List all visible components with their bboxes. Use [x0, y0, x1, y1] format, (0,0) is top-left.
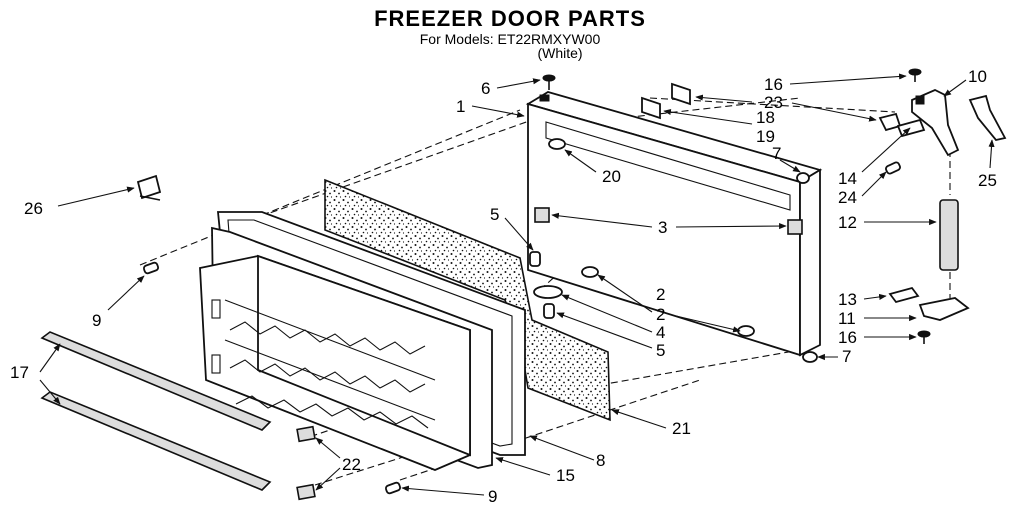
callout-6: 6	[481, 79, 490, 98]
callout-3: 3	[658, 218, 667, 237]
door-bars	[40, 331, 272, 491]
model-subtitle: For Models: ET22RMXYW00	[420, 31, 601, 47]
callout-4: 4	[656, 323, 665, 342]
inner-door-liner	[199, 254, 471, 471]
callout-9b: 9	[488, 487, 497, 506]
callout-8: 8	[596, 451, 605, 470]
color-variant: (White)	[537, 45, 582, 61]
foam-insulation	[324, 178, 611, 422]
callout-21: 21	[672, 419, 691, 438]
callout-2a: 2	[656, 305, 665, 324]
diagram-title: FREEZER DOOR PARTS	[374, 6, 646, 31]
callout-labels: 1 2 2 3 4 5 5 6 7 7 8 9 9 10 11 12 13 14…	[10, 67, 997, 506]
callout-5b: 5	[656, 341, 665, 360]
callout-7a: 7	[772, 144, 781, 163]
callout-18: 18	[756, 108, 775, 127]
callout-2b: 2	[656, 285, 665, 304]
callout-25: 25	[978, 171, 997, 190]
leader-lines	[39, 73, 995, 496]
callout-10: 10	[968, 67, 987, 86]
callout-15: 15	[556, 466, 575, 485]
callout-11: 11	[838, 309, 856, 328]
shelf-ribs	[229, 321, 429, 429]
callout-5a: 5	[490, 205, 499, 224]
callout-9a: 9	[92, 311, 101, 330]
callout-22: 22	[342, 455, 361, 474]
callout-24: 24	[838, 188, 857, 207]
callout-26: 26	[24, 199, 43, 218]
callout-20: 20	[602, 167, 621, 186]
callout-12: 12	[838, 213, 857, 232]
callout-1: 1	[456, 97, 465, 116]
callout-17: 17	[10, 363, 29, 382]
callout-14: 14	[838, 169, 857, 188]
callout-19: 19	[756, 127, 775, 146]
callout-13: 13	[838, 290, 857, 309]
callout-16a: 16	[764, 75, 783, 94]
callout-16b: 16	[838, 328, 857, 347]
bar-end-caps	[296, 425, 316, 501]
callout-7b: 7	[842, 347, 851, 366]
callout-23: 23	[764, 93, 783, 112]
hardware-parts	[136, 68, 1007, 495]
outer-door-panel	[525, 91, 823, 357]
